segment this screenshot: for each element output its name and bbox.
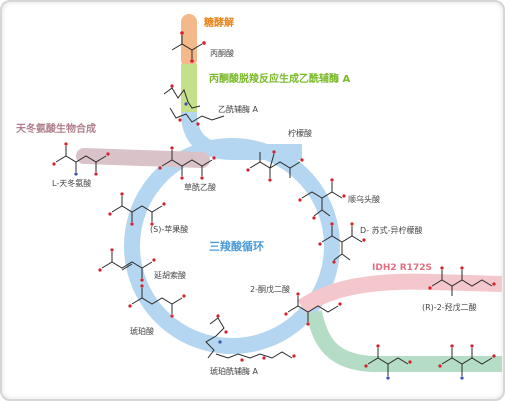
oxaloacetate-label: 草酰乙酸 — [184, 182, 216, 192]
aspartate-pathway-label: 天冬氨酸生物合成 — [16, 122, 96, 135]
acetyl-coa-molecule — [163, 84, 225, 126]
tca-cycle-label: 三羧酸循环 — [209, 239, 264, 253]
r2hg-molecule — [428, 266, 496, 296]
idh2-band — [297, 273, 503, 314]
citrate-molecule — [246, 150, 304, 182]
alpha-ketoglutarate-molecule — [284, 292, 342, 326]
succinate-label: 琥珀酸 — [130, 326, 154, 336]
acetyl-coa-label: 乙酰辅酶 A — [218, 104, 259, 114]
succinyl-coa-label: 琥珀酰辅酶 A — [210, 366, 259, 376]
glycolysis-label: 糖酵解 — [204, 16, 234, 29]
succinate-molecule — [128, 284, 186, 318]
tca-cycle-band — [124, 138, 340, 354]
malate-molecule — [108, 192, 166, 226]
aspartate-band — [76, 148, 210, 168]
aspartate-molecule — [52, 142, 110, 176]
pdh-label: 丙酮酸脱羧反应生成乙酰辅酶 A — [209, 72, 350, 85]
succinyl-coa-molecule — [205, 314, 296, 362]
idh2-label: IDH2 R172S — [372, 263, 432, 273]
citrate-label: 柠檬酸 — [288, 128, 312, 138]
fumarate-molecule — [98, 248, 156, 282]
alpha-kg-label: 2-酮戊二酸 — [250, 284, 290, 294]
fumarate-label: 延胡索酸 — [154, 270, 186, 280]
isocitrate-label: D- 苏式-异柠檬酸 — [360, 225, 422, 235]
aspartate-label: L-天冬氨酸 — [52, 178, 91, 188]
cis-aconitate-molecule — [298, 178, 346, 220]
cis-aconitate-label: 顺乌头酸 — [348, 194, 380, 204]
pyruvate-molecule — [171, 31, 206, 63]
pyruvate-label: 丙酮酸 — [210, 48, 234, 58]
isocitrate-molecule — [318, 222, 366, 264]
glutamine-band — [306, 310, 502, 372]
malate-label: (S)-苹果酸 — [150, 224, 188, 234]
r2hg-label: (R)-2-羟戊二酸 — [422, 302, 477, 312]
oxaloacetate-molecule — [158, 146, 216, 180]
glutamate-molecules — [364, 344, 496, 380]
